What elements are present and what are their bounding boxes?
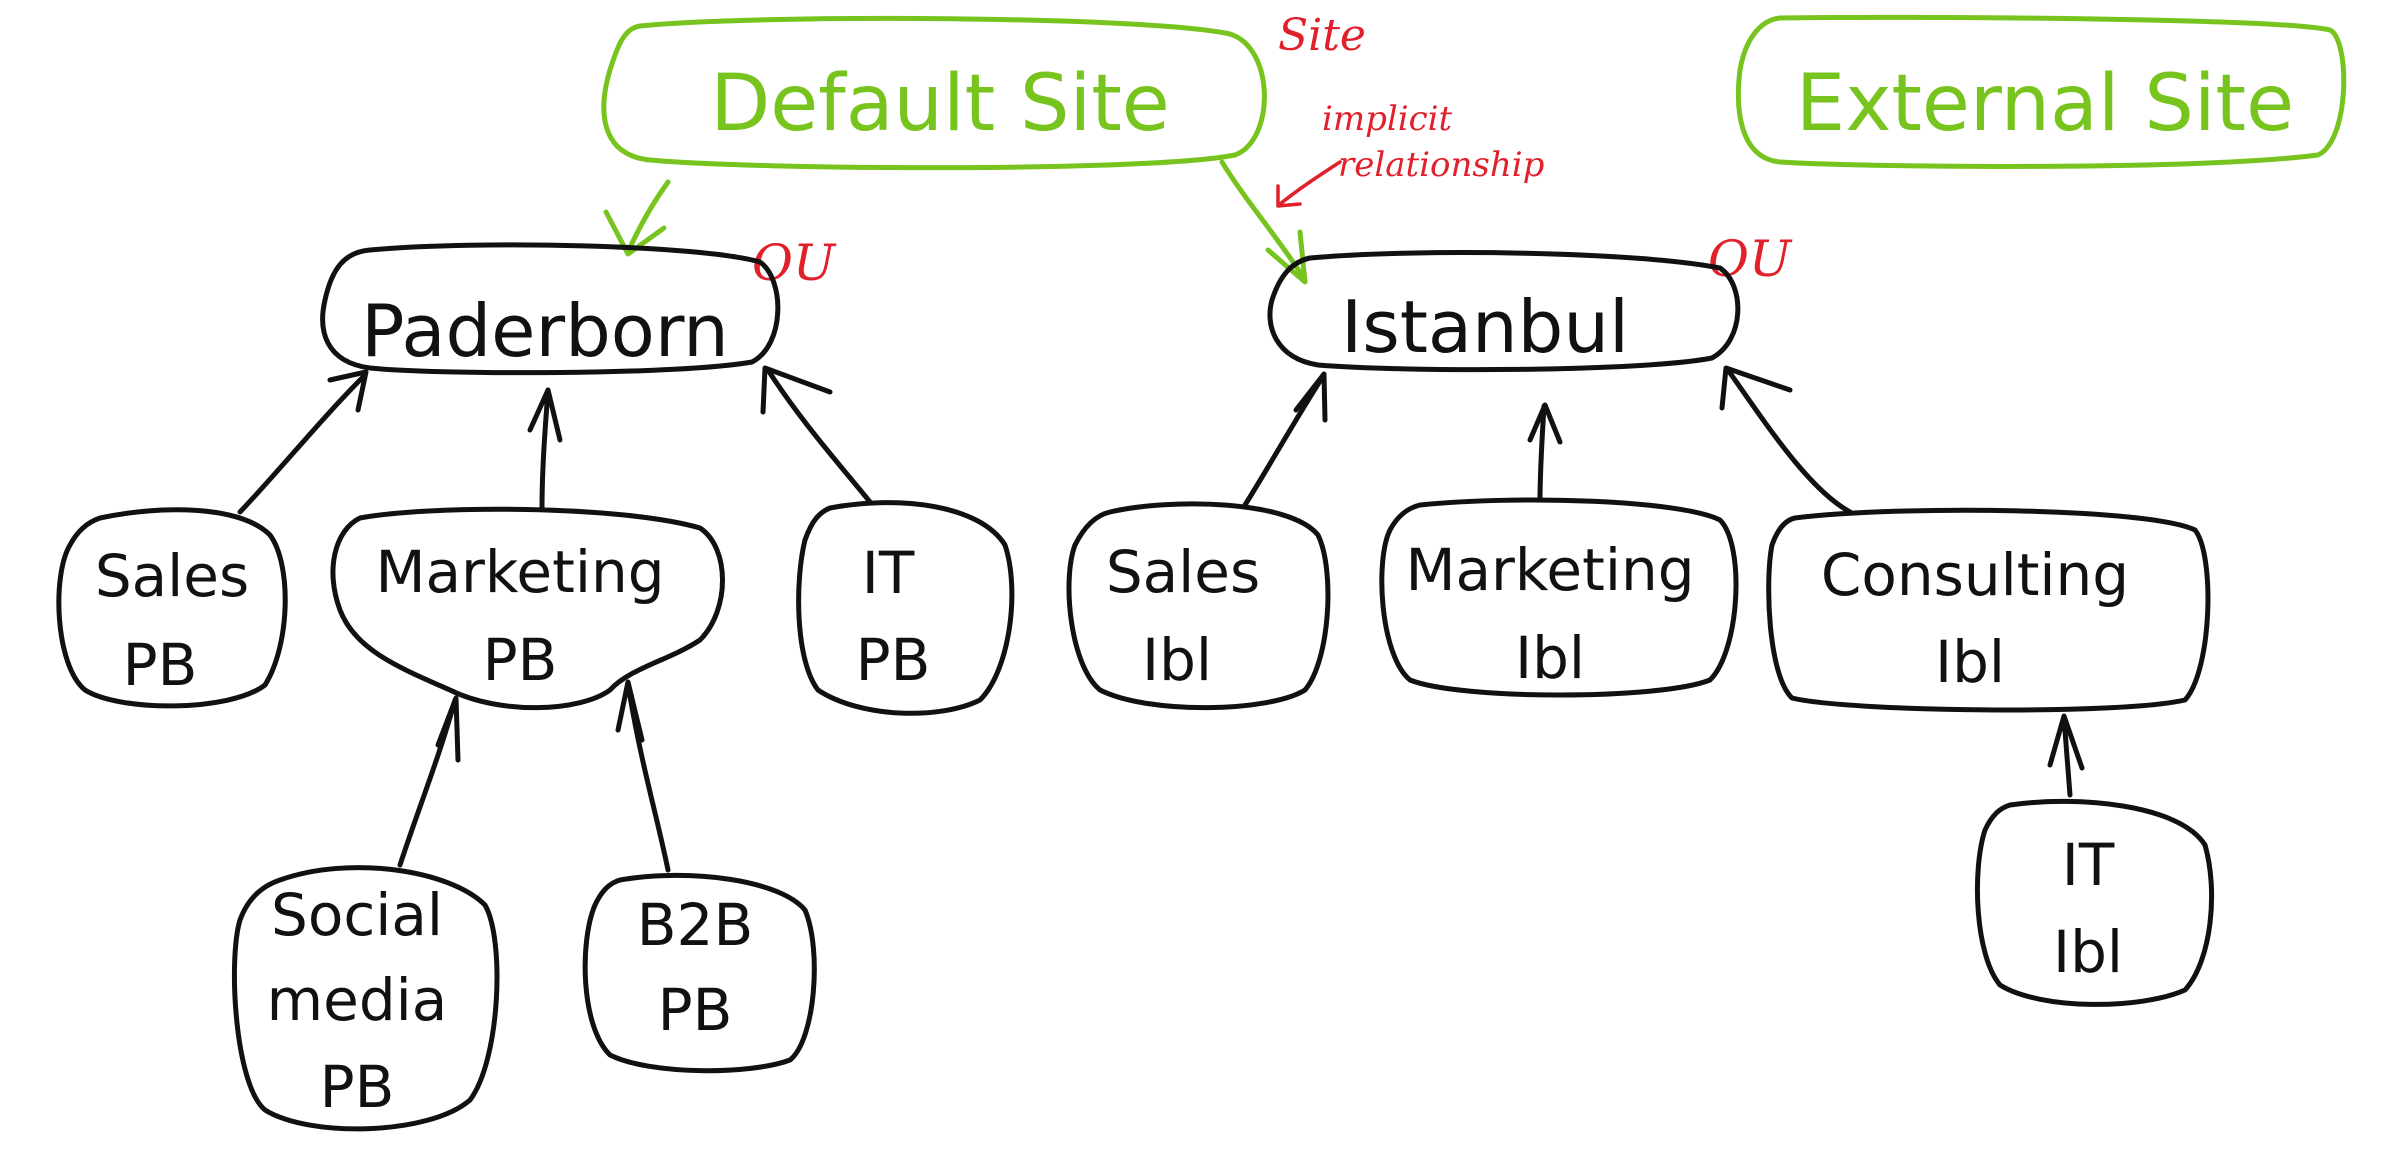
site-annotation: Site — [1278, 10, 1366, 61]
paderborn-shape — [320, 242, 781, 376]
sales-pb-line1: Sales — [95, 542, 249, 610]
social-pb-line2: media — [267, 966, 448, 1034]
default-site: Default Site — [601, 15, 1267, 171]
implicit-annotation-arrow — [1276, 160, 1342, 208]
implicit-annotation-line2: relationship — [1338, 145, 1544, 185]
social-media-pb-node: Social media PB — [231, 865, 500, 1132]
b2b-pb-to-marketing-pb — [615, 679, 671, 873]
marketing-pb-line1: Marketing — [375, 538, 664, 606]
social-pb-line1: Social — [271, 881, 443, 949]
istanbul-ou: Istanbul — [1267, 250, 1741, 373]
default-site-label: Default Site — [710, 59, 1170, 149]
marketing-ibl-line2: Ibl — [1515, 624, 1585, 692]
external-site: External Site — [1735, 14, 2347, 169]
istanbul-shape — [1267, 250, 1741, 373]
social-pb-to-marketing-pb — [397, 695, 461, 868]
sales-ibl-line1: Sales — [1106, 538, 1260, 606]
paderborn-ou: Paderborn — [320, 242, 781, 376]
marketing-pb-to-paderborn — [527, 387, 563, 511]
consulting-ibl-node: Consulting Ibl — [1766, 507, 2211, 713]
marketing-pb-node: Marketing PB — [330, 506, 725, 711]
it-pb-to-paderborn — [760, 365, 873, 505]
marketing-ibl-node: Marketing Ibl — [1379, 497, 1739, 698]
istanbul-title: Istanbul — [1341, 285, 1629, 369]
consulting-ibl-to-istanbul — [1719, 365, 1853, 515]
it-ibl-to-consulting-ibl — [2047, 713, 2085, 798]
external-site-label: External Site — [1796, 59, 2294, 149]
it-pb-line2: PB — [856, 626, 931, 694]
paderborn-title: Paderborn — [361, 289, 729, 373]
sales-pb-line2: PB — [123, 631, 198, 699]
default-site-shape — [601, 15, 1267, 171]
sales-pb-node: Sales PB — [56, 507, 288, 709]
it-ibl-line1: IT — [2062, 831, 2115, 899]
marketing-ibl-line1: Marketing — [1405, 536, 1694, 604]
sales-ibl-node: Sales Ibl — [1066, 501, 1331, 711]
ou-annotation-paderborn: OU — [752, 234, 837, 292]
external-site-shape — [1735, 14, 2347, 169]
b2b-pb-line1: B2B — [637, 891, 753, 959]
it-ibl-line2: Ibl — [2053, 918, 2123, 986]
social-pb-line3: PB — [320, 1053, 395, 1121]
sales-pb-to-paderborn — [237, 369, 369, 515]
sales-ibl-line2: Ibl — [1142, 626, 1212, 694]
it-pb-line1: IT — [862, 539, 915, 607]
sales-ibl-to-istanbul — [1242, 371, 1328, 508]
b2b-pb-node: B2B PB — [582, 872, 817, 1074]
consulting-ibl-line2: Ibl — [1935, 628, 2005, 696]
marketing-pb-line2: PB — [483, 626, 558, 694]
site-to-paderborn-link — [603, 179, 671, 257]
consulting-ibl-line1: Consulting — [1821, 541, 2129, 609]
ou-annotation-istanbul: OU — [1708, 230, 1793, 288]
implicit-annotation-line1: implicit — [1322, 99, 1453, 139]
it-ibl-node: IT Ibl — [1974, 798, 2215, 1007]
it-pb-node: IT PB — [796, 500, 1015, 716]
marketing-ibl-to-istanbul — [1527, 402, 1563, 503]
b2b-pb-line2: PB — [658, 976, 733, 1044]
